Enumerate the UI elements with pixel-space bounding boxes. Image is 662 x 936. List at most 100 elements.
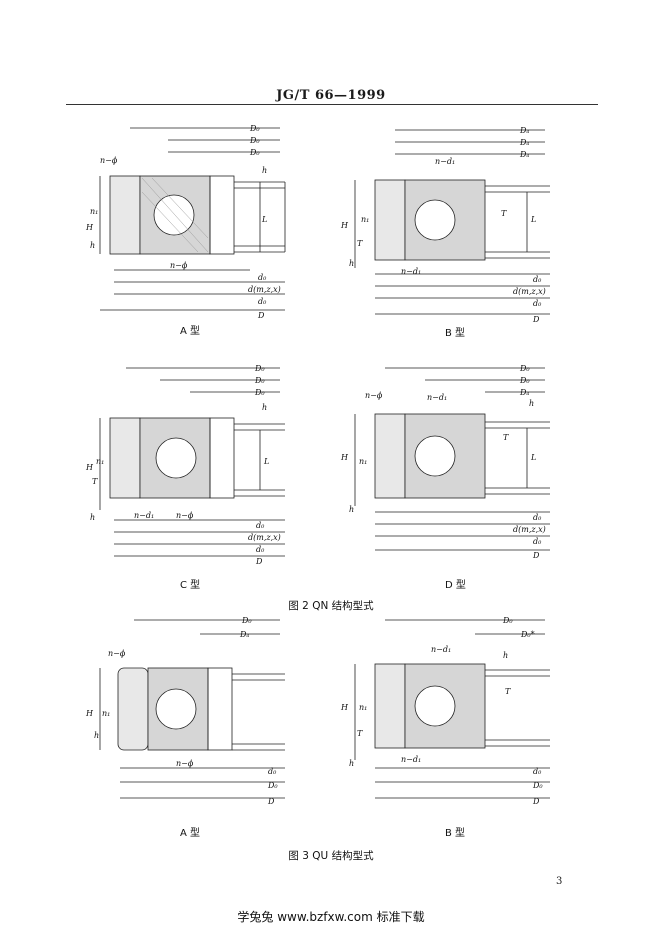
label-n-phi: n−ϕ [365,391,383,400]
dim-d0: d₀ [533,513,542,522]
fig3-type-b-drawing: D₀ D₀* n−d₁ h H n₁ T h T n−d₁ d₀ D₀ D B … [340,616,550,839]
dim-D: D [255,557,263,566]
document-header: JG/T 66—1999 [276,88,386,103]
label-L: L [261,215,267,224]
dim-d0-2: d₀ [533,537,542,546]
dim-Db-1: Dₐ [519,126,529,135]
fig2-type-c-label: C 型 [180,578,200,591]
dim-d0: d₀ [533,275,542,284]
label-h-top: h [262,403,267,412]
fig2-type-d-drawing: D₀ D₀ Dₐ n−ϕ n−d₁ h H n₁ h T L d₀ d(m,z,… [340,364,550,591]
dim-Db-2: Dₐ [519,138,529,147]
label-L: L [530,453,536,462]
label-n1: n₁ [361,215,369,224]
label-h: h [90,513,95,522]
label-n-phi: n−ϕ [176,511,194,520]
dim-Db: Dₐ [239,630,249,639]
dim-d-mzx: d(m,z,x) [513,287,546,296]
dim-D: D [267,797,275,806]
dim-D0: D₀ [502,616,513,625]
label-T-right: T [501,209,507,218]
fig2-type-d-label: D 型 [445,578,466,591]
label-h-bottom: h [90,241,95,250]
dim-d0-2: d₀ [258,297,267,306]
label-n-d1-top: n−d₁ [435,157,455,166]
fig3-type-a-label: A 型 [180,826,200,839]
dim-D0-mid: D₀ [249,136,260,145]
dim-D0-outer: D₀ [249,124,260,133]
label-n-d1: n−d₁ [427,393,447,402]
dim-D0-inner: D₀ [249,148,260,157]
label-h: h [94,731,99,740]
label-T-right: T [505,687,511,696]
label-T: T [92,477,98,486]
label-H: H [85,223,94,232]
label-n1: n₁ [359,703,367,712]
dim-d0: d₀ [268,767,277,776]
dim-d-mzx: d(m,z,x) [513,525,546,534]
fig2-type-b-label: B 型 [445,326,465,339]
figure2-caption: 图 2 QN 结构型式 [288,600,374,612]
label-n-phi-bottom: n−ϕ [170,261,188,270]
dim-Db: Dₐ [519,388,529,397]
label-n-phi-top: n−ϕ [100,156,118,165]
label-n-phi-top: n−ϕ [108,649,126,658]
header-rule [66,104,598,105]
dim-D0-3: D₀ [254,388,265,397]
label-H: H [340,453,349,462]
dim-d0-2: d₀ [256,545,265,554]
figure3-caption: 图 3 QU 结构型式 [288,850,374,862]
dim-d-mzx: d(m,z,x) [248,533,281,542]
dim-D: D [257,311,265,320]
label-L: L [530,215,536,224]
label-T-right: T [503,433,509,442]
dim-d0: d₀ [256,521,265,530]
label-h: h [349,505,354,514]
label-T: T [357,729,363,738]
label-h: h [349,259,354,268]
footer-watermark: 学兔兔 www.bzfxw.com 标准下载 [237,910,425,924]
label-n1: n₁ [96,457,104,466]
label-H: H [85,709,94,718]
fig3-type-b-label: B 型 [445,826,465,839]
dim-D0-2: D₀ [519,376,530,385]
dim-D0-2: D₀ [254,376,265,385]
dim-D0-bottom: D₀ [532,781,543,790]
label-H: H [340,221,349,230]
fig3-type-a-drawing: D₀ Dₐ n−ϕ H n₁ h n−ϕ d₀ D₀ D A 型 [85,616,285,839]
label-n-phi-bottom: n−ϕ [176,759,194,768]
label-h-top: h [529,399,534,408]
dim-D0-bottom: D₀ [267,781,278,790]
label-n-d1-bottom: n−d₁ [401,267,421,276]
dim-d0: d₀ [533,767,542,776]
dim-d0: d₀ [258,273,267,282]
dim-D: D [532,797,540,806]
label-n1: n₁ [359,457,367,466]
label-n1: n₁ [90,207,98,216]
label-n-d1-top: n−d₁ [431,645,451,654]
label-n-d1-bottom: n−d₁ [401,755,421,764]
dim-D0-star: D₀* [520,630,535,639]
label-h-top: h [503,651,508,660]
label-h-top: h [262,166,267,175]
dim-d0-2: d₀ [533,299,542,308]
label-T: T [357,239,363,248]
dim-D0-1: D₀ [519,364,530,373]
dim-D0-1: D₀ [254,364,265,373]
label-h: h [349,759,354,768]
fig2-type-a-drawing: D₀ D₀ D₀ n−ϕ H n₁ h L h n−ϕ d₀ d(m,z,x) … [85,124,286,337]
fig2-type-c-drawing: D₀ D₀ D₀ h H n₁ T h L n−d₁ n−ϕ d₀ d(m,z,… [85,364,285,591]
dim-d-mzx: d(m,z,x) [248,285,281,294]
dim-D: D [532,315,540,324]
page-number: 3 [556,876,563,887]
fig2-type-b-drawing: Dₐ Dₐ Dₐ n−d₁ H T n₁ h T L n−d₁ d₀ d(m,z… [340,126,550,339]
dim-D: D [532,551,540,560]
label-n1: n₁ [102,709,110,718]
dim-Db-3: Dₐ [519,150,529,159]
label-L: L [263,457,269,466]
fig2-type-a-label: A 型 [180,324,200,337]
label-n-d1: n−d₁ [134,511,154,520]
dim-D0: D₀ [241,616,252,625]
label-H: H [85,463,94,472]
label-H: H [340,703,349,712]
